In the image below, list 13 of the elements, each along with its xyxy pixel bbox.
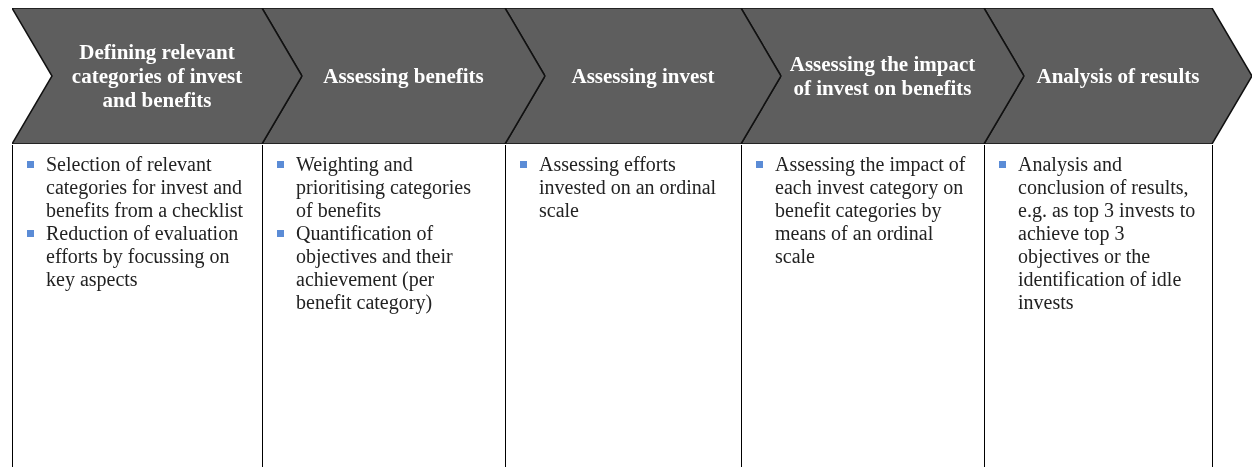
step-title: Assessing the impact of invest on benefits <box>788 52 977 100</box>
bullet-text: Analysis and conclusion of results, e.g. as top 3 invests to achieve top 3 objectives or the identification of idle invests <box>1018 153 1197 314</box>
bullet-text: Quantification of objectives and their achievement (per benefit category) <box>296 222 454 314</box>
step-title: Analysis of results <box>1036 64 1200 88</box>
step-title: Assessing benefits <box>323 64 484 88</box>
step-title: Assessing invest <box>571 64 715 88</box>
bullet-text: Selection of relevant categories for invest and benefits from a checklist <box>46 153 245 222</box>
step-title: Defining relevant categories of invest and benefits <box>70 40 244 112</box>
bullet-text: Reduction of evaluation efforts by focussing on key aspects <box>46 222 240 291</box>
bullet-text: Assessing efforts invested on an ordinal scale <box>539 153 718 222</box>
bullet-text: Assessing the impact of each invest category on benefit categories by means of an ordinal scale <box>775 153 967 268</box>
table-cell <box>984 145 1213 467</box>
bullet-text: Weighting and prioritising categories of benefits <box>296 153 472 222</box>
